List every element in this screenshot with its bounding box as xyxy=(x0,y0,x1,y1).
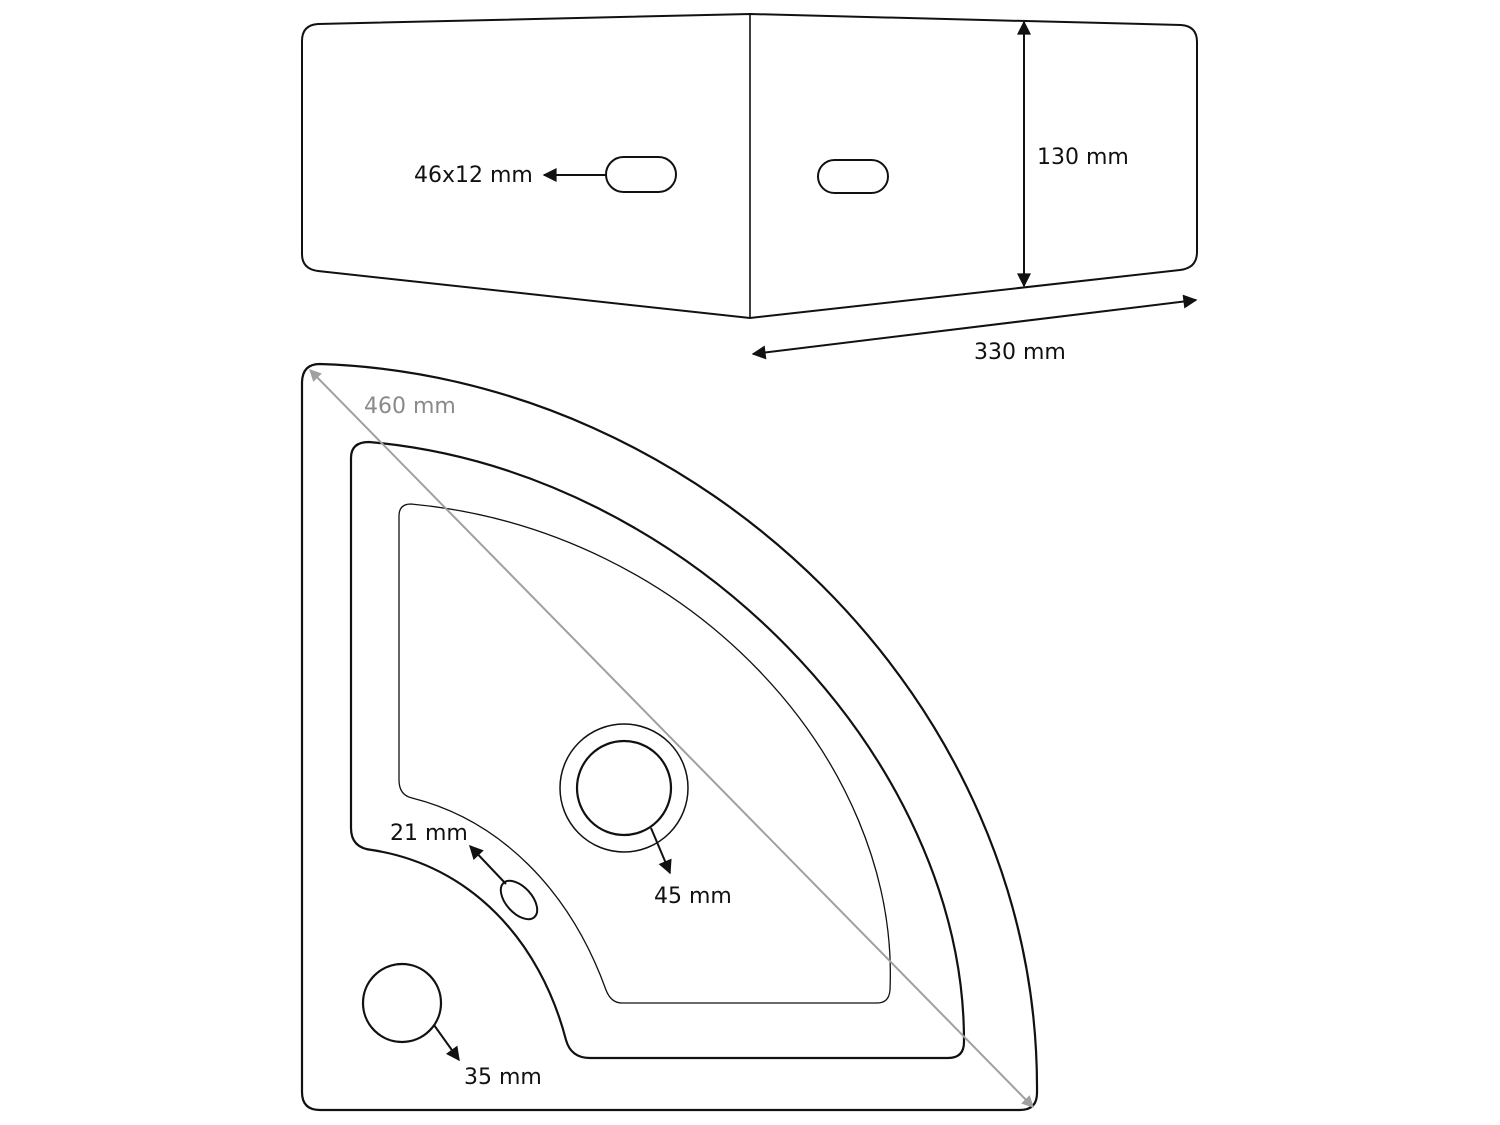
side-view: 46x12 mm 130 mm 330 mm xyxy=(301,12,1198,365)
overflow-slot-left xyxy=(605,156,677,193)
drain-hole xyxy=(575,739,673,837)
drain-dimension-arrow xyxy=(650,827,672,875)
overflow-slot-right xyxy=(817,159,889,194)
drain-dimension-label: 45 mm xyxy=(654,884,732,909)
tap-hole-dimension-label: 35 mm xyxy=(464,1065,542,1090)
width-dimension-label: 330 mm xyxy=(974,340,1066,365)
diagonal-dimension-label: 460 mm xyxy=(364,394,456,419)
height-dimension-label: 130 mm xyxy=(1037,145,1129,170)
diagonal-dimension-arrow xyxy=(309,369,1034,1108)
sink-bowl-rim xyxy=(349,440,966,1060)
width-dimension-arrow xyxy=(751,294,1198,360)
slot-dimension-label: 46x12 mm xyxy=(414,163,533,188)
top-view: 460 mm 45 mm 21 mm 35 mm xyxy=(300,362,1039,1112)
overflow-dimension-label: 21 mm xyxy=(390,821,468,846)
tap-hole xyxy=(361,962,443,1044)
tap-hole-dimension-arrow xyxy=(433,1024,460,1062)
overflow-dimension-arrow xyxy=(469,844,507,885)
drain-outer-ring xyxy=(559,723,689,853)
